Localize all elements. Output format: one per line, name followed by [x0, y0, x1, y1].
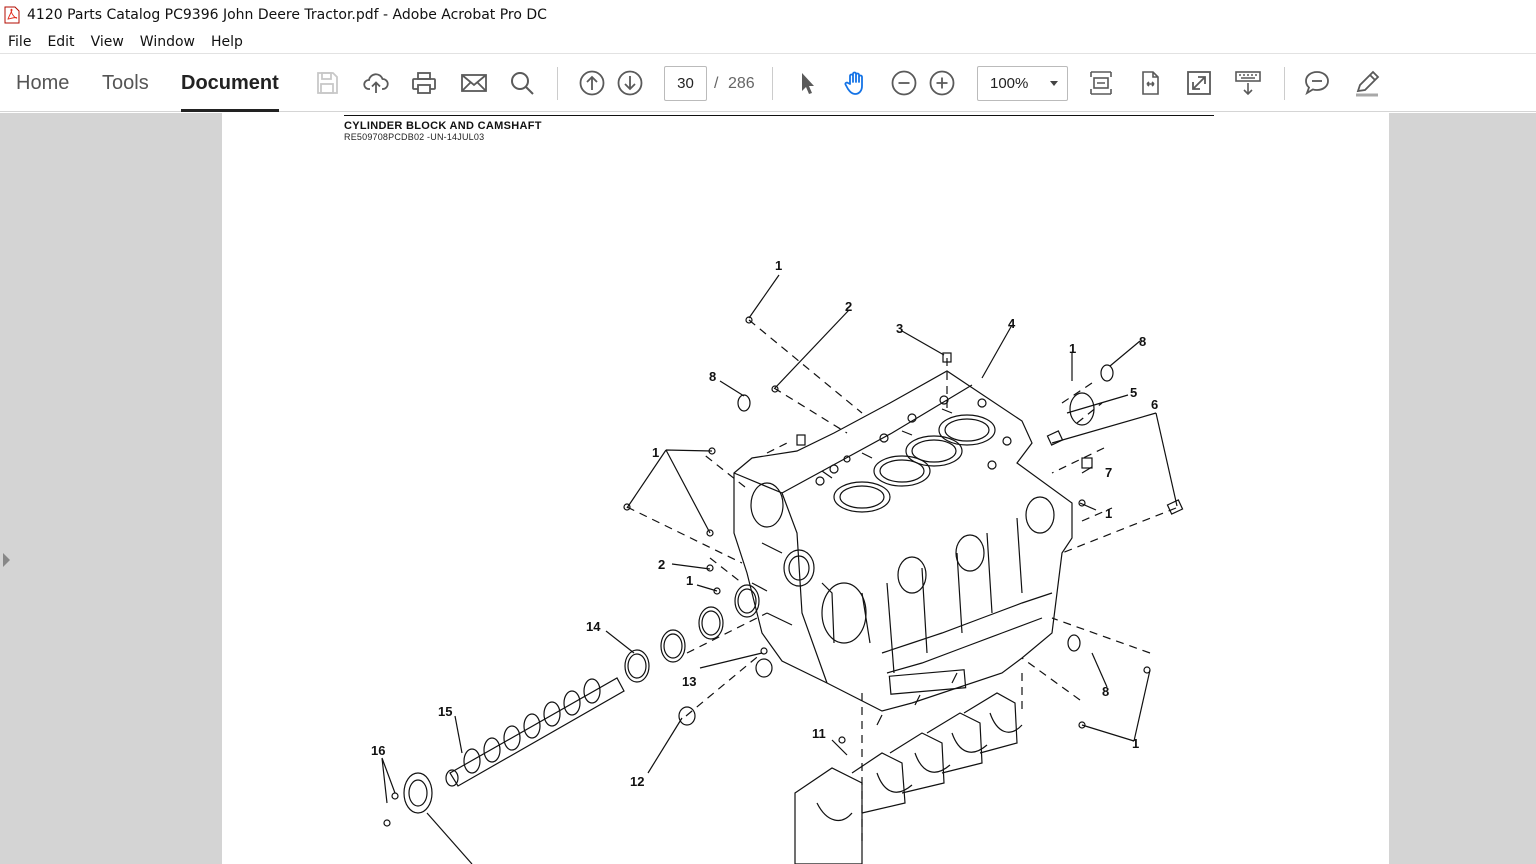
zoom-level-value: 100%: [990, 75, 1029, 92]
tab-document[interactable]: Document: [181, 55, 279, 112]
window-title: 4120 Parts Catalog PC9396 John Deere Tra…: [27, 7, 547, 23]
callout-label: 5: [1130, 385, 1137, 400]
highlight-pen-icon[interactable]: [1350, 66, 1384, 100]
toolbar-divider: [557, 67, 558, 100]
title-bar: 4120 Parts Catalog PC9396 John Deere Tra…: [0, 0, 1536, 30]
callout-label: 2: [658, 557, 665, 572]
callout-label: 3: [896, 321, 903, 336]
tab-tools[interactable]: Tools: [102, 72, 149, 94]
callout-label: 6: [1151, 397, 1158, 412]
callout-label: 1: [775, 258, 782, 273]
document-workspace[interactable]: CYLINDER BLOCK AND CAMSHAFT RE509708PCDB…: [0, 113, 1536, 864]
callout-label: 1: [1069, 341, 1076, 356]
zoom-in-icon[interactable]: [925, 66, 959, 100]
upload-cloud-icon[interactable]: [359, 66, 393, 100]
page-heading: CYLINDER BLOCK AND CAMSHAFT: [344, 120, 542, 132]
toolbar-divider: [772, 67, 773, 100]
callout-label: 4: [1008, 316, 1016, 331]
page-number-input[interactable]: 30: [664, 66, 707, 101]
page-subheading: RE509708PCDB02 -UN-14JUL03: [344, 132, 485, 142]
next-page-icon[interactable]: [613, 66, 647, 100]
menu-bar: File Edit View Window Help: [0, 30, 1536, 54]
callout-label: 1: [652, 445, 659, 460]
page-header-rule: [344, 115, 1214, 116]
callout-label: 12: [630, 774, 644, 789]
search-icon[interactable]: [505, 66, 539, 100]
callout-label: 2: [845, 299, 852, 314]
menu-file[interactable]: File: [8, 33, 32, 50]
prev-page-icon[interactable]: [575, 66, 609, 100]
menu-window[interactable]: Window: [139, 33, 195, 50]
exploded-parts-diagram: 1 2 3 4 1 8 8 5 6 1 7 1 2 1 14 13 15 16 …: [371, 258, 1184, 864]
comment-icon[interactable]: [1300, 66, 1334, 100]
menu-edit[interactable]: Edit: [47, 33, 75, 50]
tab-home[interactable]: Home: [16, 72, 70, 94]
save-icon[interactable]: [310, 66, 344, 100]
callout-label: 11: [812, 726, 826, 741]
callout-label: 8: [709, 369, 716, 384]
fullscreen-icon[interactable]: [1182, 66, 1216, 100]
callout-label: 1: [1105, 506, 1112, 521]
hand-tool-icon[interactable]: [839, 66, 873, 100]
main-toolbar: Home Tools Document 30 / 286: [0, 55, 1536, 112]
chevron-down-icon: [1050, 81, 1058, 86]
fit-page-icon[interactable]: [1084, 66, 1118, 100]
callout-label: 1: [1132, 736, 1139, 751]
select-cursor-icon[interactable]: [790, 66, 824, 100]
zoom-out-icon[interactable]: [887, 66, 921, 100]
email-icon[interactable]: [457, 66, 491, 100]
callout-label: 8: [1102, 684, 1109, 699]
callout-label: 13: [682, 674, 696, 689]
callout-label: 8: [1139, 334, 1146, 349]
page-total: 286: [728, 75, 755, 92]
callout-label: 15: [438, 704, 452, 719]
page-separator: /: [714, 75, 719, 92]
callout-label: 16: [371, 743, 385, 758]
callout-label: 7: [1105, 465, 1112, 480]
callout-label: 1: [686, 573, 693, 588]
menu-help[interactable]: Help: [211, 33, 243, 50]
zoom-level-select[interactable]: 100%: [977, 66, 1068, 101]
callout-label: 14: [586, 619, 601, 634]
toolbar-divider: [1284, 67, 1285, 100]
pdf-page: CYLINDER BLOCK AND CAMSHAFT RE509708PCDB…: [222, 113, 1389, 864]
keyboard-icon[interactable]: [1231, 66, 1265, 100]
print-icon[interactable]: [407, 66, 441, 100]
menu-view[interactable]: View: [90, 33, 124, 50]
expand-panel-icon[interactable]: [3, 553, 10, 567]
acrobat-pdf-icon: [4, 6, 20, 24]
fit-width-icon[interactable]: [1133, 66, 1167, 100]
